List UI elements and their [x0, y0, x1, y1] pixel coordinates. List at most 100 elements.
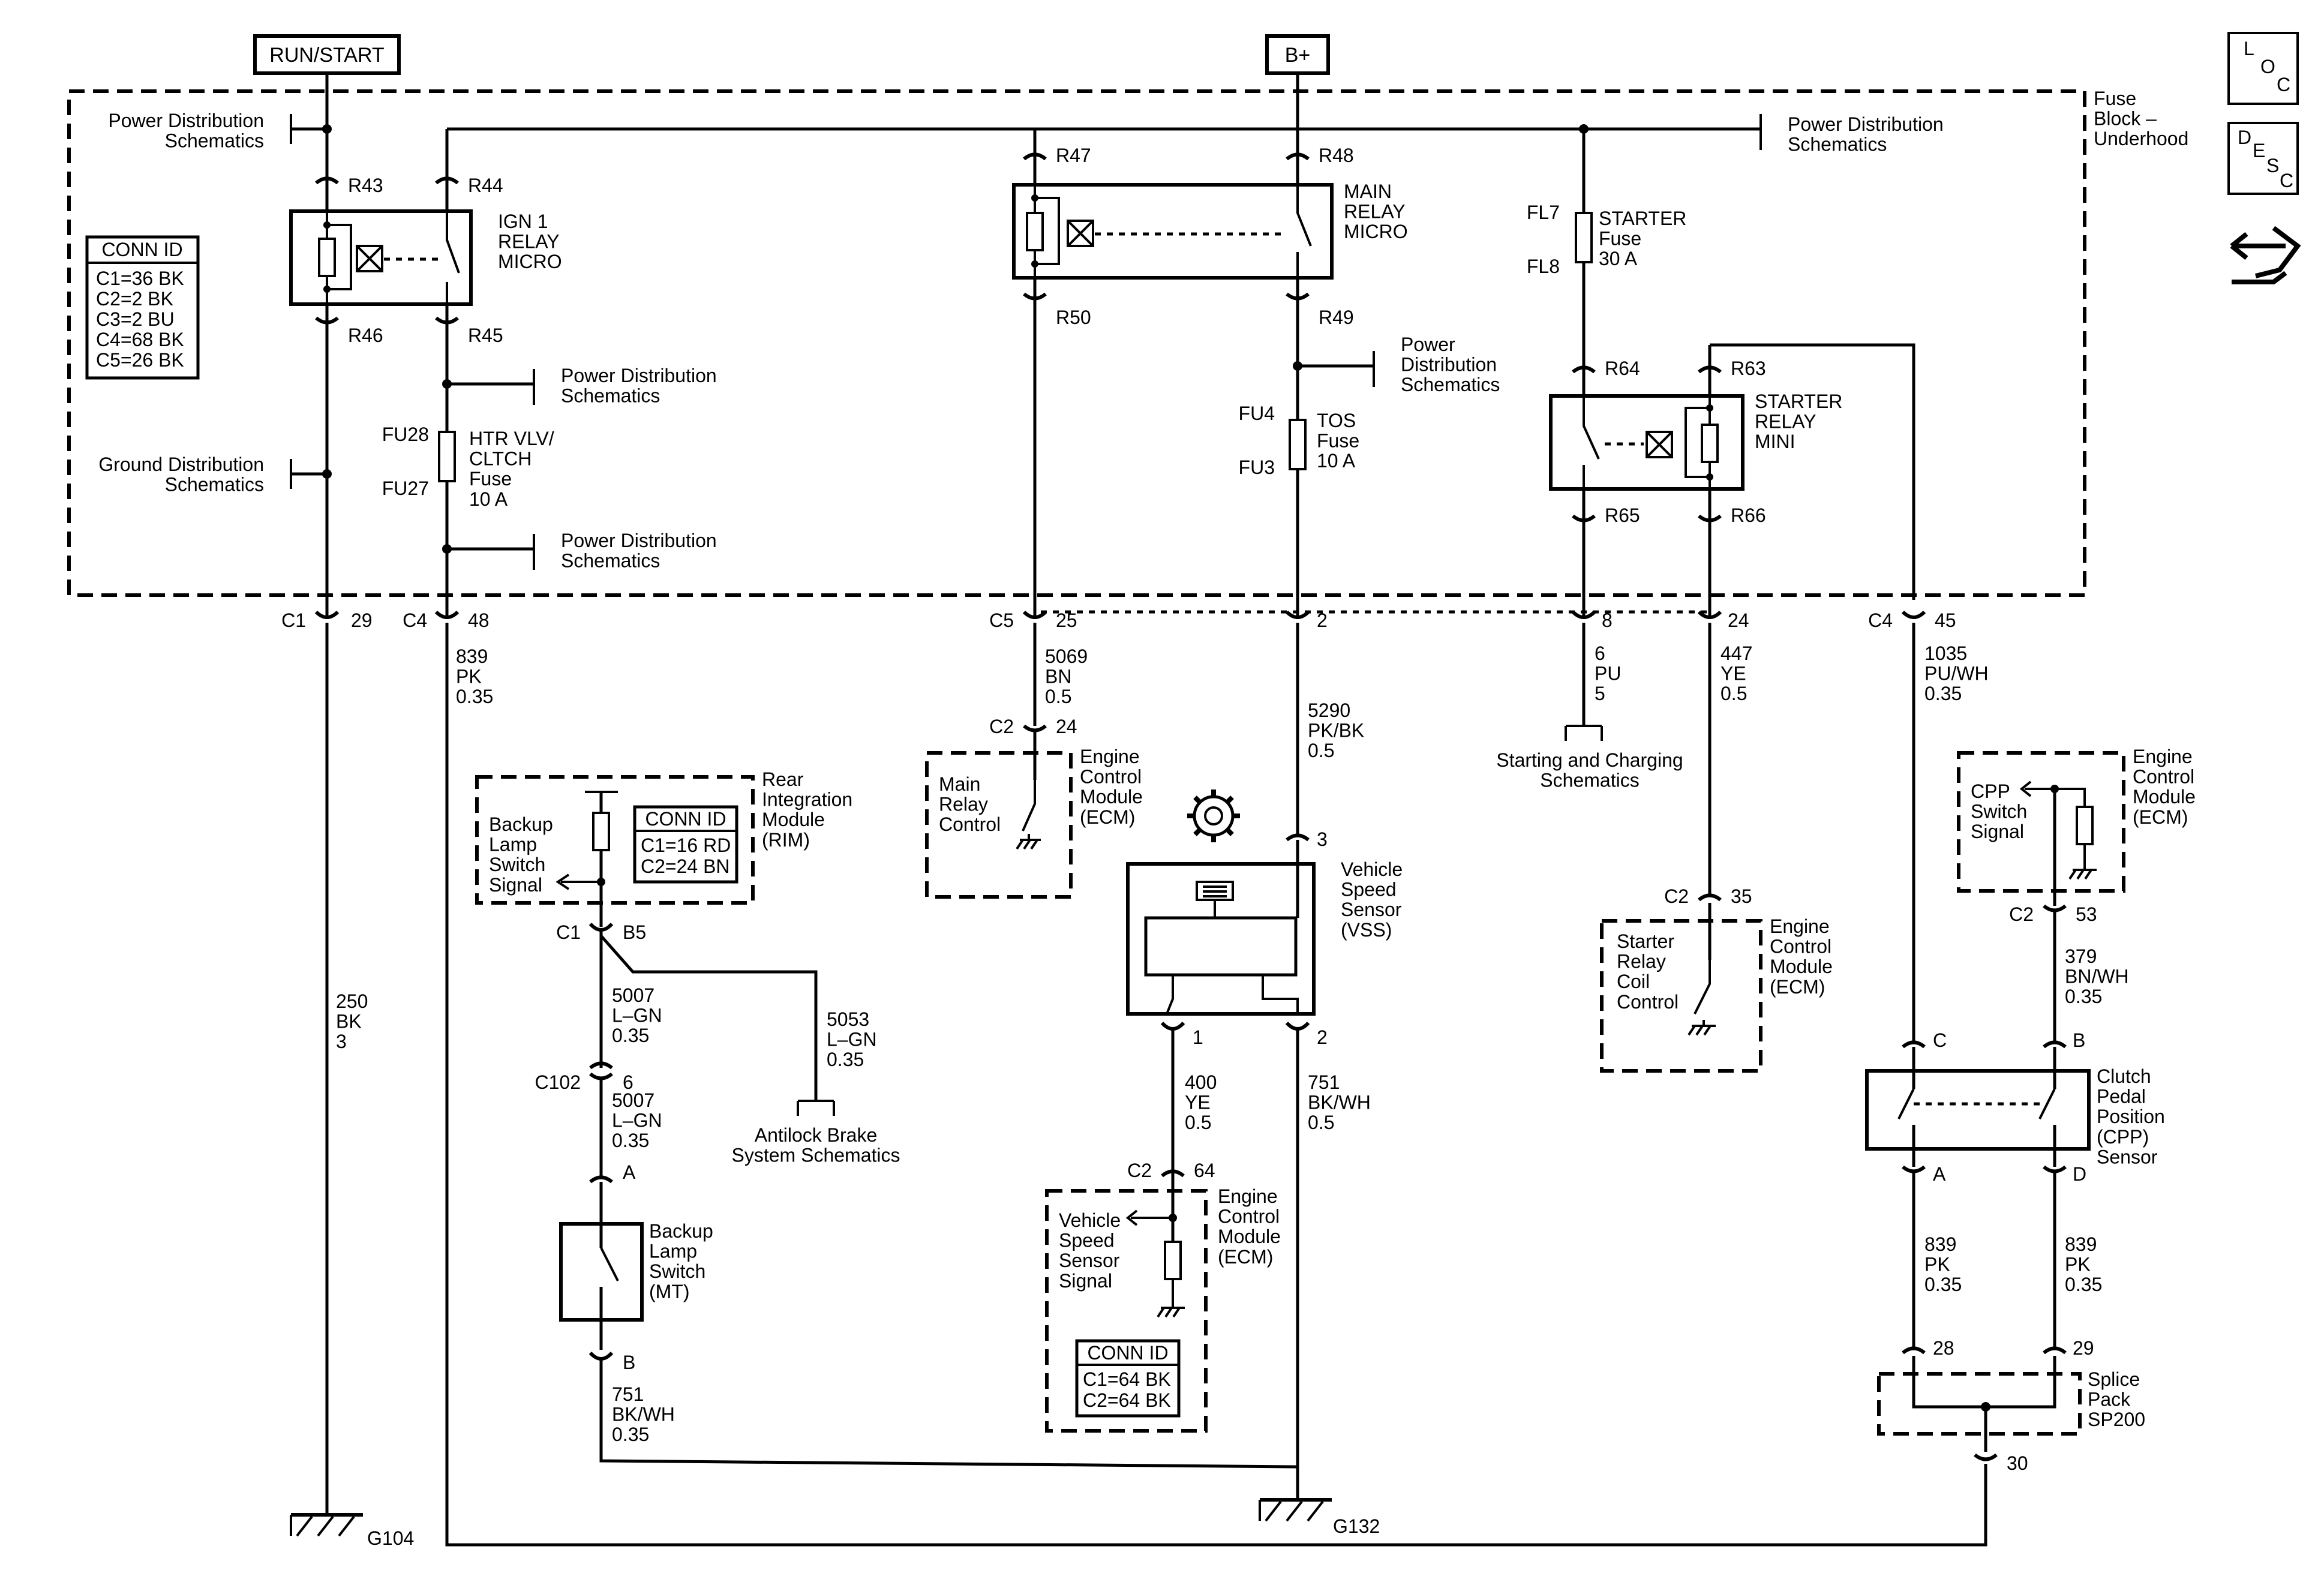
wire-segment: [2227, 32, 2299, 105]
label-connectors-c4-45-0: C4: [1868, 610, 1893, 631]
wire-segment: [1897, 1088, 1915, 1119]
wire-segment: [318, 238, 336, 277]
wire-segment: [633, 805, 738, 884]
wire-segment: [1023, 292, 1047, 301]
label-connectors-c4-48-0: C4: [403, 610, 427, 631]
wire-segment: [1901, 610, 1926, 619]
wire-segment: [475, 775, 755, 905]
wire-segment: [1160, 1021, 1185, 1031]
wire-segment: [589, 1175, 613, 1184]
wire-segment: [1701, 424, 1719, 463]
route-arrows-icon[interactable]: [2230, 226, 2301, 284]
label-terminals-FU4: FU4: [1239, 403, 1275, 424]
wire-segment: [1685, 407, 1710, 478]
label-connectors-c4-45-1: 45: [1935, 610, 1956, 631]
label-conn-id-ecm-lines-0: C1=64 BK: [1083, 1368, 1171, 1390]
wire-segment: [600, 935, 818, 1101]
wire-segment: [315, 176, 339, 185]
wire-segment: [1286, 292, 1310, 301]
label-connectors-x-24-1: 24: [1728, 610, 1749, 631]
label-connectors-c2-24-1: 24: [1056, 716, 1077, 737]
ecm-starter-box: [1600, 893, 1762, 1073]
wire-segment: [2038, 1088, 2056, 1119]
run-start-input: RUN/START: [253, 34, 401, 75]
label-connectors-cpp-c-1: C: [1933, 1029, 1947, 1051]
label-terminals-R48: R48: [1319, 145, 1354, 166]
wire-segment: [434, 610, 460, 619]
desc-button[interactable]: D E S C: [2227, 122, 2299, 195]
wire-segment: [1193, 795, 1235, 837]
wire-segment: [1710, 343, 1915, 600]
label-nav-loc-1: O: [2260, 56, 2275, 77]
label-terminals-R49: R49: [1319, 307, 1354, 328]
label-grounds-g104: G104: [367, 1527, 414, 1549]
label-conn-id-fuse-block-lines-4: C5=26 BK: [96, 349, 184, 371]
wire-segment: [445, 623, 1987, 1547]
label-connectors-c2-53-0: C2: [2009, 903, 2034, 925]
wire-segment: [446, 211, 460, 304]
starter-fuse: [1575, 212, 1593, 366]
wire-segment: [2068, 869, 2097, 880]
label-connectors-sp-28-1: 28: [1933, 1337, 1954, 1359]
wire-segment: [2043, 1040, 2067, 1049]
wire-segment: [1285, 1021, 1310, 1031]
b-plus-input: B+: [1265, 34, 1330, 75]
wire-segment: [1144, 916, 1298, 977]
label-terminals-FU27: FU27: [382, 478, 429, 499]
label-connectors-vss-2-1: 2: [1317, 1026, 1328, 1048]
wire-segment: [1697, 610, 1722, 619]
wire-segment: [322, 469, 332, 479]
label-connectors-cpp-a-1: A: [1933, 1163, 1946, 1185]
wire-segment: [1575, 212, 1593, 263]
label-connectors-x-3-1: 3: [1317, 828, 1328, 850]
label-connectors-c5-25-0: C5: [989, 610, 1014, 631]
wire-segment: [1912, 1356, 2056, 1409]
wire-segment: [589, 1061, 613, 1070]
wire-segment: [327, 224, 352, 290]
label-conn-id-fuse-block-lines-3: C4=68 BK: [96, 329, 184, 350]
wire-segment: [1549, 394, 1744, 491]
wire-segment: [1075, 1339, 1181, 1418]
label-conn-id-ecm-lines-1: C2=64 BK: [1083, 1389, 1171, 1411]
label-connectors-vss-1-1: 1: [1193, 1026, 1203, 1048]
terminal-labels: R43 R44 R46 R45 R47 R48 R50 R49 R64 R63 …: [348, 145, 1766, 526]
wire-segment: [1865, 1069, 2091, 1151]
label-connectors-cpp-d-1: D: [2073, 1163, 2086, 1185]
wire-segment: [1646, 431, 1673, 458]
label-inputs-b-plus: B+: [1285, 44, 1311, 67]
ground-g132: [1259, 1498, 1332, 1522]
label-terminals-FL8: FL8: [1527, 256, 1560, 277]
loc-button[interactable]: L O C: [2227, 32, 2299, 105]
wire-segment: [2019, 781, 2055, 797]
rim-box: CONN ID C1=16 RD C2=24 BN: [475, 775, 755, 927]
label-nav-loc-2: C: [2277, 74, 2290, 95]
label-connectors-c102-6-0: C102: [535, 1071, 581, 1093]
wire-segment: [1164, 1241, 1182, 1280]
wire-segment: [1694, 960, 1711, 1026]
htr-fuse: [438, 431, 456, 482]
wire-segment: [2230, 232, 2286, 260]
wire-segment: [1974, 1453, 1998, 1461]
wire-segment: [442, 379, 452, 389]
main-relay: [1012, 153, 1334, 300]
label-conn-id-rim-lines-0: C1=16 RD: [641, 834, 731, 856]
label-connectors-x-a-1: A: [623, 1161, 636, 1183]
wire-segment: [289, 209, 473, 306]
wire-segment: [2076, 806, 2094, 845]
